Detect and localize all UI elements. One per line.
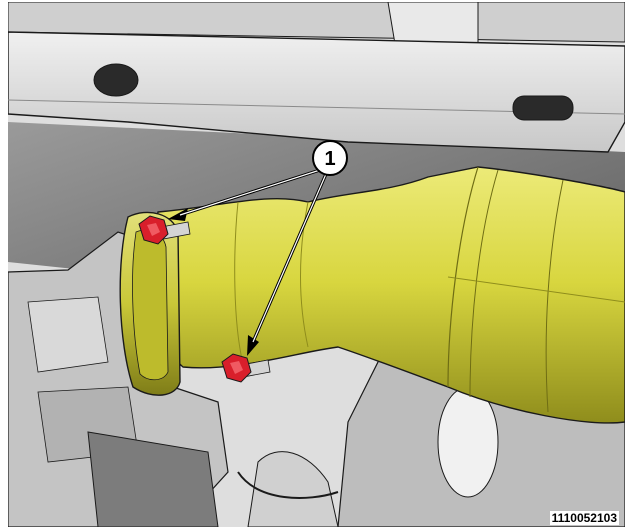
- callout-bubble: [312, 140, 348, 176]
- figure-frame: 1: [8, 2, 625, 527]
- flange-face: [132, 229, 169, 381]
- converter-seam-3: [545, 179, 564, 413]
- crossmember: [8, 31, 625, 153]
- arrowhead-lower: [247, 335, 259, 356]
- wiring-bracket: [247, 451, 339, 527]
- upper-nut: [138, 215, 169, 245]
- converter-weld: [447, 276, 625, 303]
- pipe-bend-line-2: [234, 201, 244, 365]
- lower-nut: [221, 353, 252, 383]
- callout-label: 1: [324, 148, 335, 170]
- wire-harness: [237, 471, 339, 499]
- transmission-rib: [27, 296, 109, 373]
- exhaust-illustration: 1: [8, 2, 625, 527]
- leader-line-upper-highlight: [179, 169, 321, 216]
- converter-seam-2: [469, 169, 499, 398]
- frame-hole-left: [93, 63, 139, 97]
- lower-bracket: [87, 431, 219, 527]
- leader-line-lower-highlight: [252, 173, 327, 343]
- body-opening: [437, 386, 499, 498]
- converter-seam-1: [447, 166, 479, 388]
- arrowhead-upper: [168, 208, 188, 221]
- catalytic-converter: [153, 166, 625, 424]
- frame-slot-right: [512, 95, 574, 121]
- figure-id: 1110052103: [549, 511, 619, 525]
